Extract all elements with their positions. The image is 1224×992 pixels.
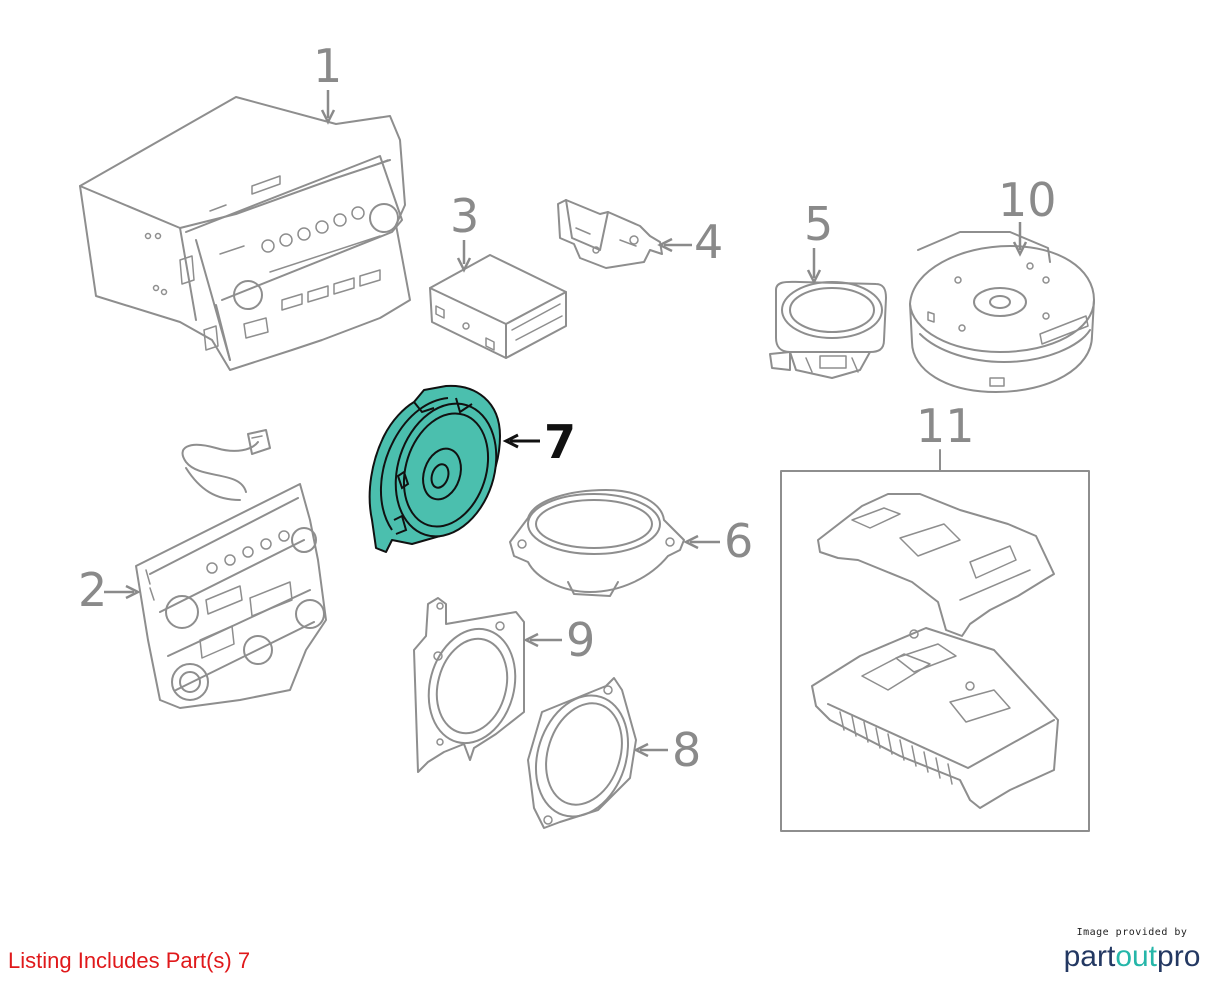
callout-label-9: 9 [566,613,595,667]
part-3-module [429,254,567,359]
callout-label-6: 6 [724,514,753,568]
callout-label-8: 8 [672,723,701,777]
callout-label-11: 11 [916,399,975,453]
callout-1: 1 [313,39,342,125]
callout-label-4: 4 [694,215,723,269]
callout-9: 9 [523,613,595,667]
part-4-bracket [557,199,663,269]
part-8-speaker [527,677,637,829]
callout-8: 8 [633,723,701,777]
part-10-subwoofer [909,231,1095,393]
callout-label-1: 1 [313,39,342,93]
part-5-speaker [769,280,887,379]
part-2-control-panel [135,429,327,709]
callout-2: 2 [78,563,141,617]
callout-label-5: 5 [804,197,833,251]
callout-11: 11 [916,399,975,471]
callout-4: 4 [657,215,723,269]
logo-word-out: out [1115,940,1158,973]
callout-3: 3 [450,189,479,273]
part-7-speaker [368,384,501,553]
part-1-head-unit [79,96,411,371]
part-9-bracket [413,597,525,773]
logo-wordmark: partoutpro [1052,940,1212,974]
part-6-speaker [509,489,685,597]
partoutpro-logo: Image provided by partoutpro [1052,927,1212,974]
callout-label-3: 3 [450,189,479,243]
listing-includes-note: Listing Includes Part(s) 7 [8,948,251,973]
logo-word-part: part [1063,940,1116,973]
callout-10: 10 [998,173,1057,257]
callout-label-2: 2 [78,563,107,617]
callout-6: 6 [683,514,753,568]
logo-word-pro: pro [1157,940,1201,973]
callout-5: 5 [804,197,833,285]
part-11-amplifier [780,470,1090,832]
logo-caption: Image provided by [1076,927,1188,938]
callout-label-10: 10 [998,173,1057,227]
callout-7: 7 [502,415,576,469]
callout-label-7: 7 [544,415,576,469]
